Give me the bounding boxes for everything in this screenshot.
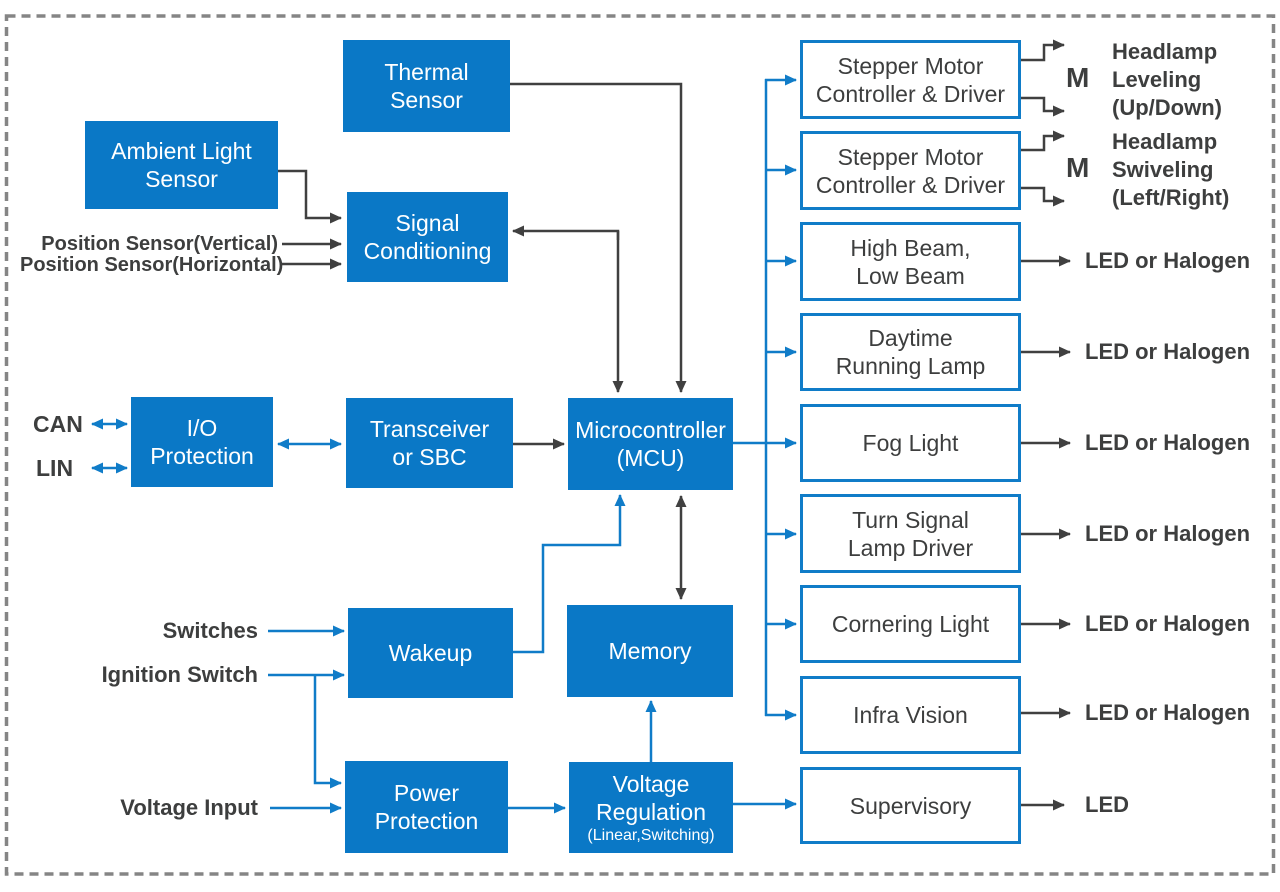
block-cornering-light: Cornering Light	[800, 585, 1021, 663]
block-wakeup: Wakeup	[348, 608, 513, 698]
block-label: Memory	[608, 638, 692, 664]
motor-symbol-swiveling: M	[1066, 152, 1090, 183]
block-transceiver: Transceiver or SBC	[346, 398, 513, 488]
block-memory: Memory	[567, 605, 733, 697]
block-label: Daytime	[868, 325, 953, 351]
label-headlamp-swiveling: Headlamp Swiveling (Left/Right)	[1112, 128, 1229, 212]
block-label: Ambient Light	[111, 138, 252, 164]
block-fog-light: Fog Light	[800, 404, 1021, 482]
block-label: or SBC	[392, 444, 467, 470]
block-high-low-beam: High Beam, Low Beam	[800, 222, 1021, 301]
block-signal-conditioning: Signal Conditioning	[347, 192, 508, 282]
block-label: Fog Light	[862, 430, 959, 456]
block-daytime-running-lamp: Daytime Running Lamp	[800, 313, 1021, 391]
label-led-or-halogen-6: LED or Halogen	[1085, 700, 1251, 725]
label-line: Headlamp	[1112, 129, 1218, 154]
block-label: Controller & Driver	[815, 80, 1006, 107]
block-turn-signal-lamp-driver: Turn Signal Lamp Driver	[800, 494, 1021, 573]
block-label: Protection	[374, 808, 479, 834]
label-can: CAN	[33, 411, 83, 437]
block-label: Cornering Light	[831, 611, 990, 637]
label-line: (Up/Down)	[1112, 95, 1222, 120]
label-position-sensor-horizontal: Position Sensor(Horizontal)	[20, 254, 284, 276]
block-label: Protection	[150, 443, 254, 469]
block-stepper-motor-1: Stepper Motor Controller & Driver	[800, 40, 1021, 119]
label-line: Leveling	[1112, 67, 1202, 92]
label-led-or-halogen-4: LED or Halogen	[1085, 521, 1251, 546]
block-stepper-motor-2: Stepper Motor Controller & Driver	[800, 131, 1021, 210]
block-label: Regulation	[596, 798, 706, 825]
block-label: Supervisory	[849, 792, 972, 819]
label-headlamp-leveling: Headlamp Leveling (Up/Down)	[1112, 38, 1222, 122]
block-label: Wakeup	[388, 640, 473, 666]
label-voltage-input: Voltage Input	[120, 795, 258, 820]
block-label: I/O	[186, 415, 218, 441]
block-supervisory: Supervisory	[800, 767, 1021, 844]
block-label: Stepper Motor	[837, 143, 984, 170]
block-label: Microcontroller	[575, 417, 726, 443]
block-label: Controller & Driver	[815, 171, 1006, 198]
label-line: (Left/Right)	[1112, 185, 1230, 210]
block-infra-vision: Infra Vision	[800, 676, 1021, 754]
block-voltage-regulation: Voltage Regulation (Linear,Switching)	[569, 762, 733, 853]
block-power-protection: Power Protection	[345, 761, 508, 853]
block-label: Low Beam	[856, 262, 965, 289]
label-led: LED	[1085, 792, 1129, 817]
label-switches: Switches	[162, 618, 258, 643]
block-label: Conditioning	[363, 238, 492, 264]
blue-connectors	[91, 74, 797, 814]
label-led-or-halogen-1: LED or Halogen	[1085, 248, 1251, 273]
block-microcontroller: Microcontroller (MCU)	[568, 398, 733, 490]
block-label: Running Lamp	[835, 353, 986, 379]
label-line: Swiveling	[1112, 157, 1214, 182]
block-label: Signal	[395, 210, 460, 236]
block-label: Sensor	[145, 166, 218, 192]
block-label: Transceiver	[369, 416, 490, 442]
block-label: (MCU)	[616, 445, 685, 471]
block-label: Power	[393, 780, 460, 806]
label-led-or-halogen-5: LED or Halogen	[1085, 611, 1251, 636]
block-label: Sensor	[390, 87, 463, 113]
label-led-or-halogen-2: LED or Halogen	[1085, 339, 1251, 364]
block-ambient-light-sensor: Ambient Light Sensor	[85, 121, 278, 209]
dashed-border	[4, 14, 1276, 876]
label-lin: LIN	[36, 455, 74, 481]
block-label: Lamp Driver	[847, 534, 974, 561]
block-io-protection: I/O Protection	[131, 397, 273, 487]
block-label: Turn Signal	[852, 506, 969, 533]
label-position-sensor-vertical: Position Sensor(Vertical)	[41, 233, 278, 255]
block-label: Infra Vision	[853, 702, 968, 728]
block-thermal-sensor: Thermal Sensor	[343, 40, 510, 132]
dark-connectors	[278, 39, 1071, 811]
block-label: Thermal	[384, 59, 469, 85]
label-led-or-halogen-3: LED or Halogen	[1085, 430, 1251, 455]
block-label: Voltage	[612, 770, 690, 797]
label-line: Headlamp	[1112, 39, 1218, 64]
block-label: High Beam,	[850, 234, 971, 261]
block-label: (Linear,Switching)	[587, 826, 715, 844]
motor-symbol-leveling: M	[1066, 62, 1090, 93]
label-ignition-switch: Ignition Switch	[101, 662, 258, 687]
block-label: Stepper Motor	[837, 52, 984, 79]
